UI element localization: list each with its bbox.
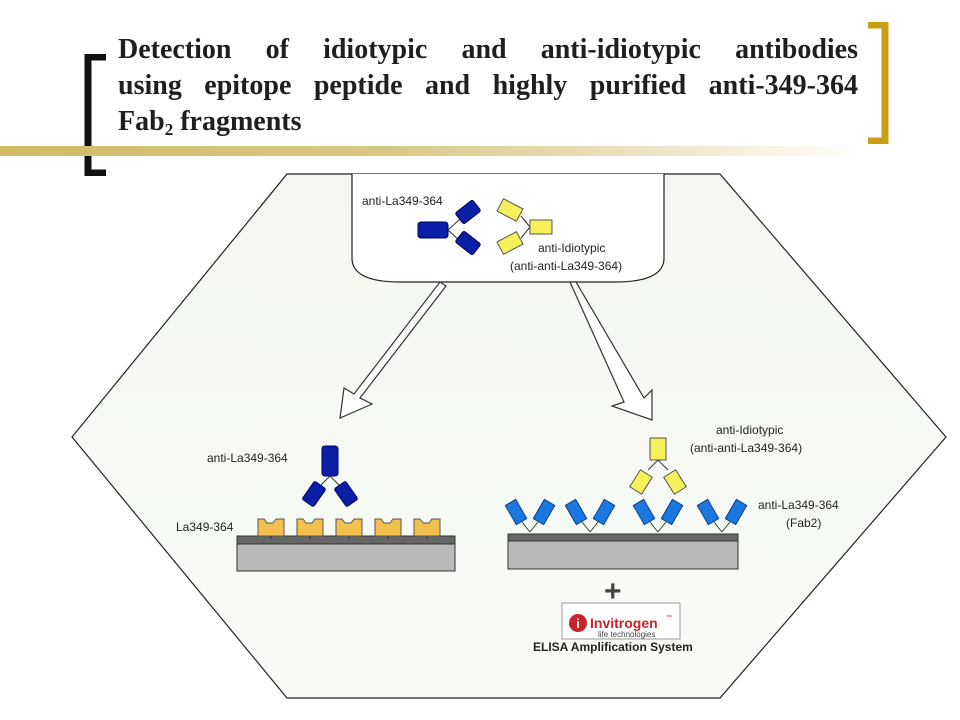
well-anti-idiotypic [496,197,553,256]
invitrogen-logo: i Invitrogen ™ life technologies [561,602,681,640]
right-label-antiidio-2: (anti-anti-La349-364) [690,441,802,455]
left-plate [236,535,456,572]
right-bracket [868,22,889,144]
sample-well [351,174,665,283]
right-anti-idiotypic [629,437,687,495]
well-antibody [417,200,481,255]
fab2-row [504,498,748,533]
right-label-fab-1: anti-La349-364 [758,498,839,512]
logo-tm: ™ [666,614,672,621]
right-label-antiidio-1: anti-Idiotypic [716,423,783,437]
right-label-fab-2: (Fab2) [786,516,821,530]
title-fab-subscript: 2 [164,120,174,139]
peptide-row [257,518,441,539]
left-label-peptide: La349-364 [176,520,234,534]
elisa-label: ELISA Amplification System [533,640,693,654]
right-plate [507,533,739,570]
title-line-1: Detection of idiotypic and anti-idiotypi… [118,34,858,65]
arrow-left [339,281,447,419]
title-underline-rule [0,146,860,156]
left-antibody [302,445,358,507]
well-label-antiidio-1: anti-Idiotypic [538,241,605,255]
arrow-right [569,281,653,421]
logo-sub-text: life technologies [598,630,655,639]
svg-text:i: i [576,616,580,631]
slide-title: Detection of idiotypic and anti-idiotypi… [118,32,858,148]
title-fab: Fab [118,106,165,137]
left-label-antibody: anti-La349-364 [207,451,288,465]
title-fragments: fragments [173,106,302,137]
plus-sign: + [604,575,622,608]
logo-brand-text: Invitrogen [590,615,658,631]
left-bracket [84,54,106,176]
title-line-3: Fab2 fragments [118,104,858,148]
well-label-antiidio-2: (anti-anti-La349-364) [510,259,622,273]
title-line-2: using epitope peptide and highly purifie… [118,70,858,101]
well-label-antibody: anti-La349-364 [362,194,443,208]
